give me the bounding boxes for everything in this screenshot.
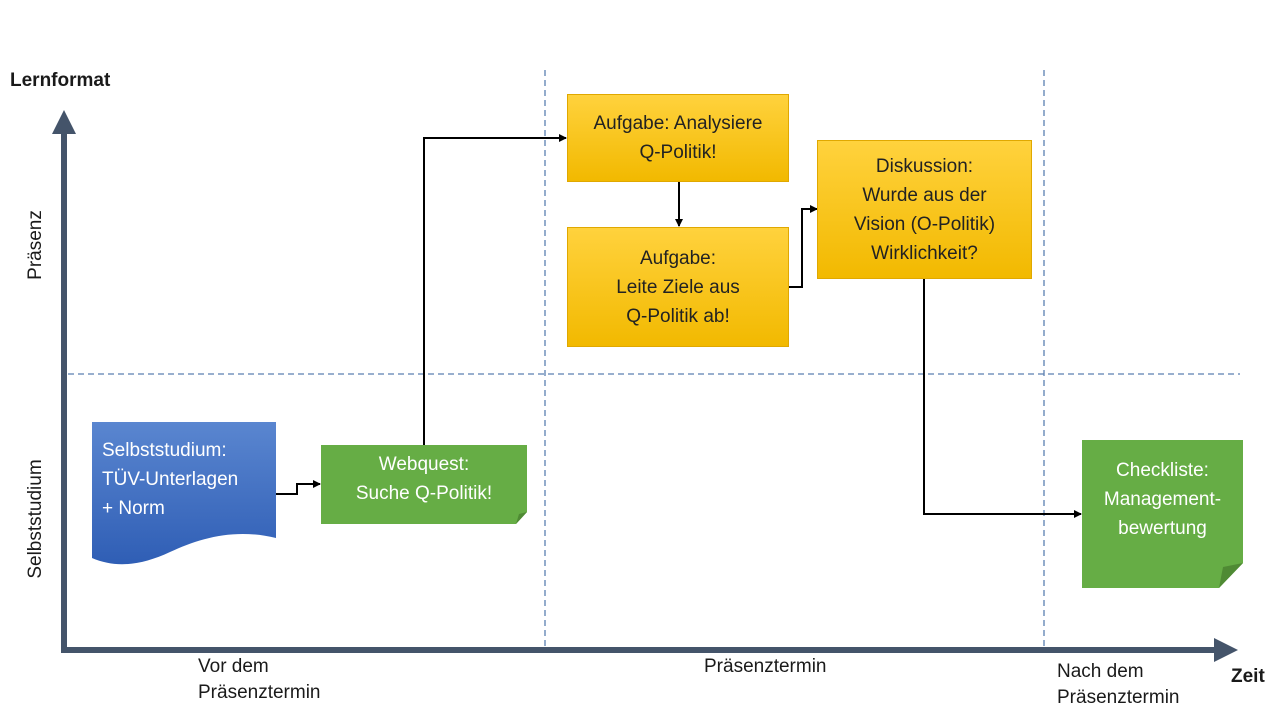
node-discussion: Diskussion: Wurde aus der Vision (O-Poli…: [817, 140, 1032, 279]
band-label-presence: Präsenz: [25, 210, 46, 280]
checklist-fold: [1219, 563, 1243, 588]
connector-derive-discussion: [789, 205, 818, 288]
node-webquest: Webquest: Suche Q-Politik!: [355, 454, 493, 504]
x-axis-arrowhead: [1214, 638, 1238, 662]
webquest-fold: [516, 512, 527, 524]
phase-label-after: Nach dem Präsenztermin: [1057, 661, 1180, 708]
connector-webquest-analyse: [423, 134, 567, 445]
node-derive-goals: Aufgabe: Leite Ziele aus Q-Politik ab!: [567, 227, 789, 347]
band-label-self-study: Selbststudium: [25, 459, 46, 579]
x-axis-title: Zeit: [1231, 666, 1265, 687]
webquest-note-shape: [321, 445, 527, 524]
node-checklist: Checkliste: Management- bewertung: [1103, 459, 1222, 539]
checklist-note-shape: [1082, 440, 1243, 588]
y-axis-title: Lernformat: [10, 70, 111, 91]
y-axis-arrowhead: [52, 110, 76, 134]
node-self-study: Selbststudium: TÜV-Unterlagen + Norm: [102, 440, 239, 519]
connector-selfstudy-webquest: [276, 480, 321, 495]
phase-label-before: Vor dem Präsenztermin: [198, 656, 321, 703]
phase-label-during: Präsenztermin: [704, 656, 827, 677]
self-study-document-shape: [92, 422, 276, 565]
connector-discussion-checklist: [923, 279, 1082, 518]
node-analyse-policy: Aufgabe: Analysiere Q-Politik!: [567, 94, 789, 182]
